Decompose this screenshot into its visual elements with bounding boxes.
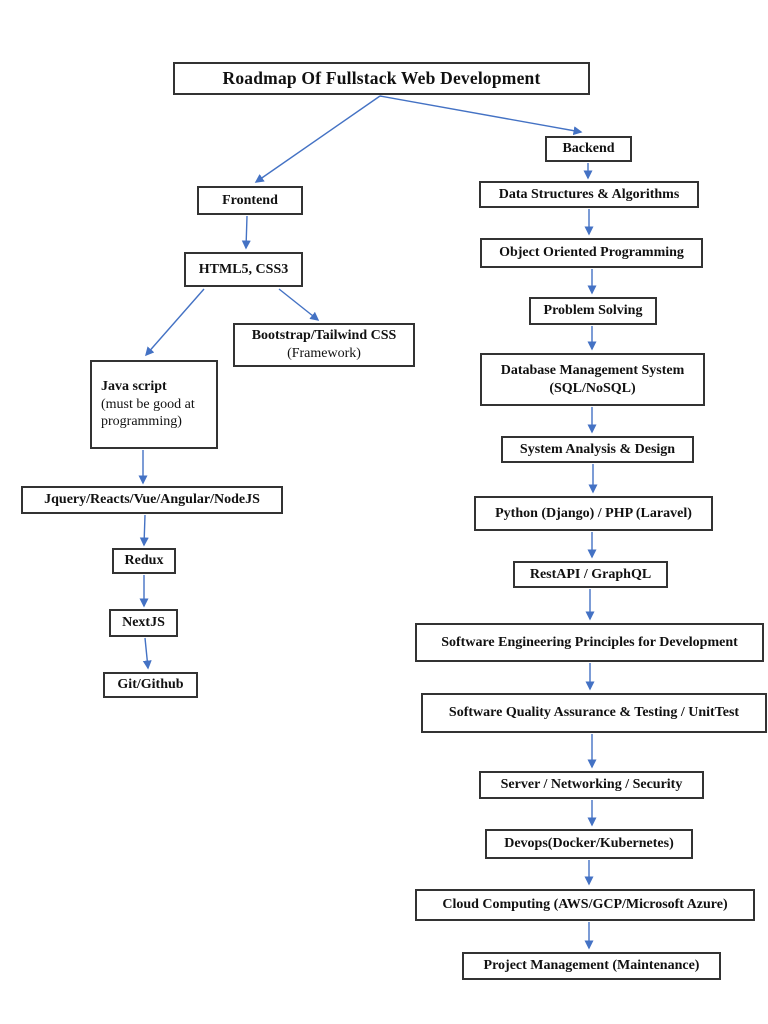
node-git-github: Git/Github — [103, 672, 198, 698]
node-project-management: Project Management (Maintenance) — [462, 952, 721, 980]
node-devops: Devops(Docker/Kubernetes) — [485, 829, 693, 859]
node-title-label: Roadmap Of Fullstack Web Development — [222, 68, 541, 89]
node-system-analysis-design: System Analysis & Design — [501, 436, 694, 463]
node-data-structures-algorithms: Data Structures & Algorithms — [479, 181, 699, 208]
node-javascript-label: Java script — [101, 378, 167, 394]
node-title: Roadmap Of Fullstack Web Development — [173, 62, 590, 95]
node-problem-solving-label: Problem Solving — [543, 303, 643, 319]
node-restapi-graphql: RestAPI / GraphQL — [513, 561, 668, 588]
node-object-oriented-programming-label: Object Oriented Programming — [499, 245, 684, 261]
node-javascript: Java script (must be good at programming) — [90, 360, 218, 449]
node-software-quality-assurance: Software Quality Assurance & Testing / U… — [421, 693, 767, 733]
node-server-networking-security-label: Server / Networking / Security — [500, 777, 683, 793]
node-git-github-label: Git/Github — [117, 677, 184, 693]
node-backend-label: Backend — [562, 141, 615, 157]
connector-title-to-backend — [379, 95, 583, 136]
node-jquery-react-vue-label: Jquery/Reacts/Vue/Angular/NodeJS — [44, 492, 260, 508]
node-bootstrap-tailwind-label: Bootstrap/Tailwind CSS — [251, 328, 397, 344]
node-python-php: Python (Django) / PHP (Laravel) — [474, 496, 713, 531]
node-javascript-label: (must be good at programming) — [101, 396, 195, 430]
node-cloud-computing: Cloud Computing (AWS/GCP/Microsoft Azure… — [415, 889, 755, 921]
node-nextjs-label: NextJS — [122, 615, 165, 631]
node-project-management-label: Project Management (Maintenance) — [483, 958, 700, 974]
connector-html5-to-javascript — [145, 288, 205, 357]
node-software-engineering-principles: Software Engineering Principles for Deve… — [415, 623, 764, 662]
node-dbms-label: Database Management System — [500, 362, 685, 378]
connector-title-to-frontend — [254, 95, 381, 183]
node-software-quality-assurance-label: Software Quality Assurance & Testing / U… — [448, 705, 740, 721]
node-jquery-react-vue: Jquery/Reacts/Vue/Angular/NodeJS — [21, 486, 283, 514]
node-backend: Backend — [545, 136, 632, 162]
node-software-engineering-principles-label: Software Engineering Principles for Deve… — [441, 634, 738, 650]
node-bootstrap-tailwind: Bootstrap/Tailwind CSS (Framework) — [233, 323, 415, 367]
node-restapi-graphql-label: RestAPI / GraphQL — [529, 566, 652, 582]
node-python-php-label: Python (Django) / PHP (Laravel) — [495, 505, 692, 521]
node-redux: Redux — [112, 548, 176, 574]
node-html5-css3: HTML5, CSS3 — [184, 252, 303, 287]
node-frontend: Frontend — [197, 186, 303, 215]
node-problem-solving: Problem Solving — [529, 297, 657, 325]
node-cloud-computing-label: Cloud Computing (AWS/GCP/Microsoft Azure… — [442, 897, 728, 913]
node-bootstrap-tailwind-label: (Framework) — [287, 346, 361, 361]
node-dbms: Database Management System (SQL/NoSQL) — [480, 353, 705, 406]
node-data-structures-algorithms-label: Data Structures & Algorithms — [498, 186, 680, 202]
node-frontend-label: Frontend — [222, 192, 278, 208]
connector-html5-to-bootstrap — [278, 288, 320, 321]
node-dbms-label: (SQL/NoSQL) — [549, 380, 636, 396]
node-redux-label: Redux — [124, 553, 164, 569]
connector-frontend-to-html5 — [241, 215, 251, 250]
node-system-analysis-design-label: System Analysis & Design — [519, 441, 676, 457]
connector-jquery-to-redux — [139, 514, 149, 547]
node-html5-css3-label: HTML5, CSS3 — [198, 261, 289, 277]
connector-nextjs-to-git — [142, 637, 152, 670]
node-server-networking-security: Server / Networking / Security — [479, 771, 704, 799]
node-devops-label: Devops(Docker/Kubernetes) — [504, 836, 674, 852]
node-object-oriented-programming: Object Oriented Programming — [480, 238, 703, 268]
node-nextjs: NextJS — [109, 609, 178, 637]
